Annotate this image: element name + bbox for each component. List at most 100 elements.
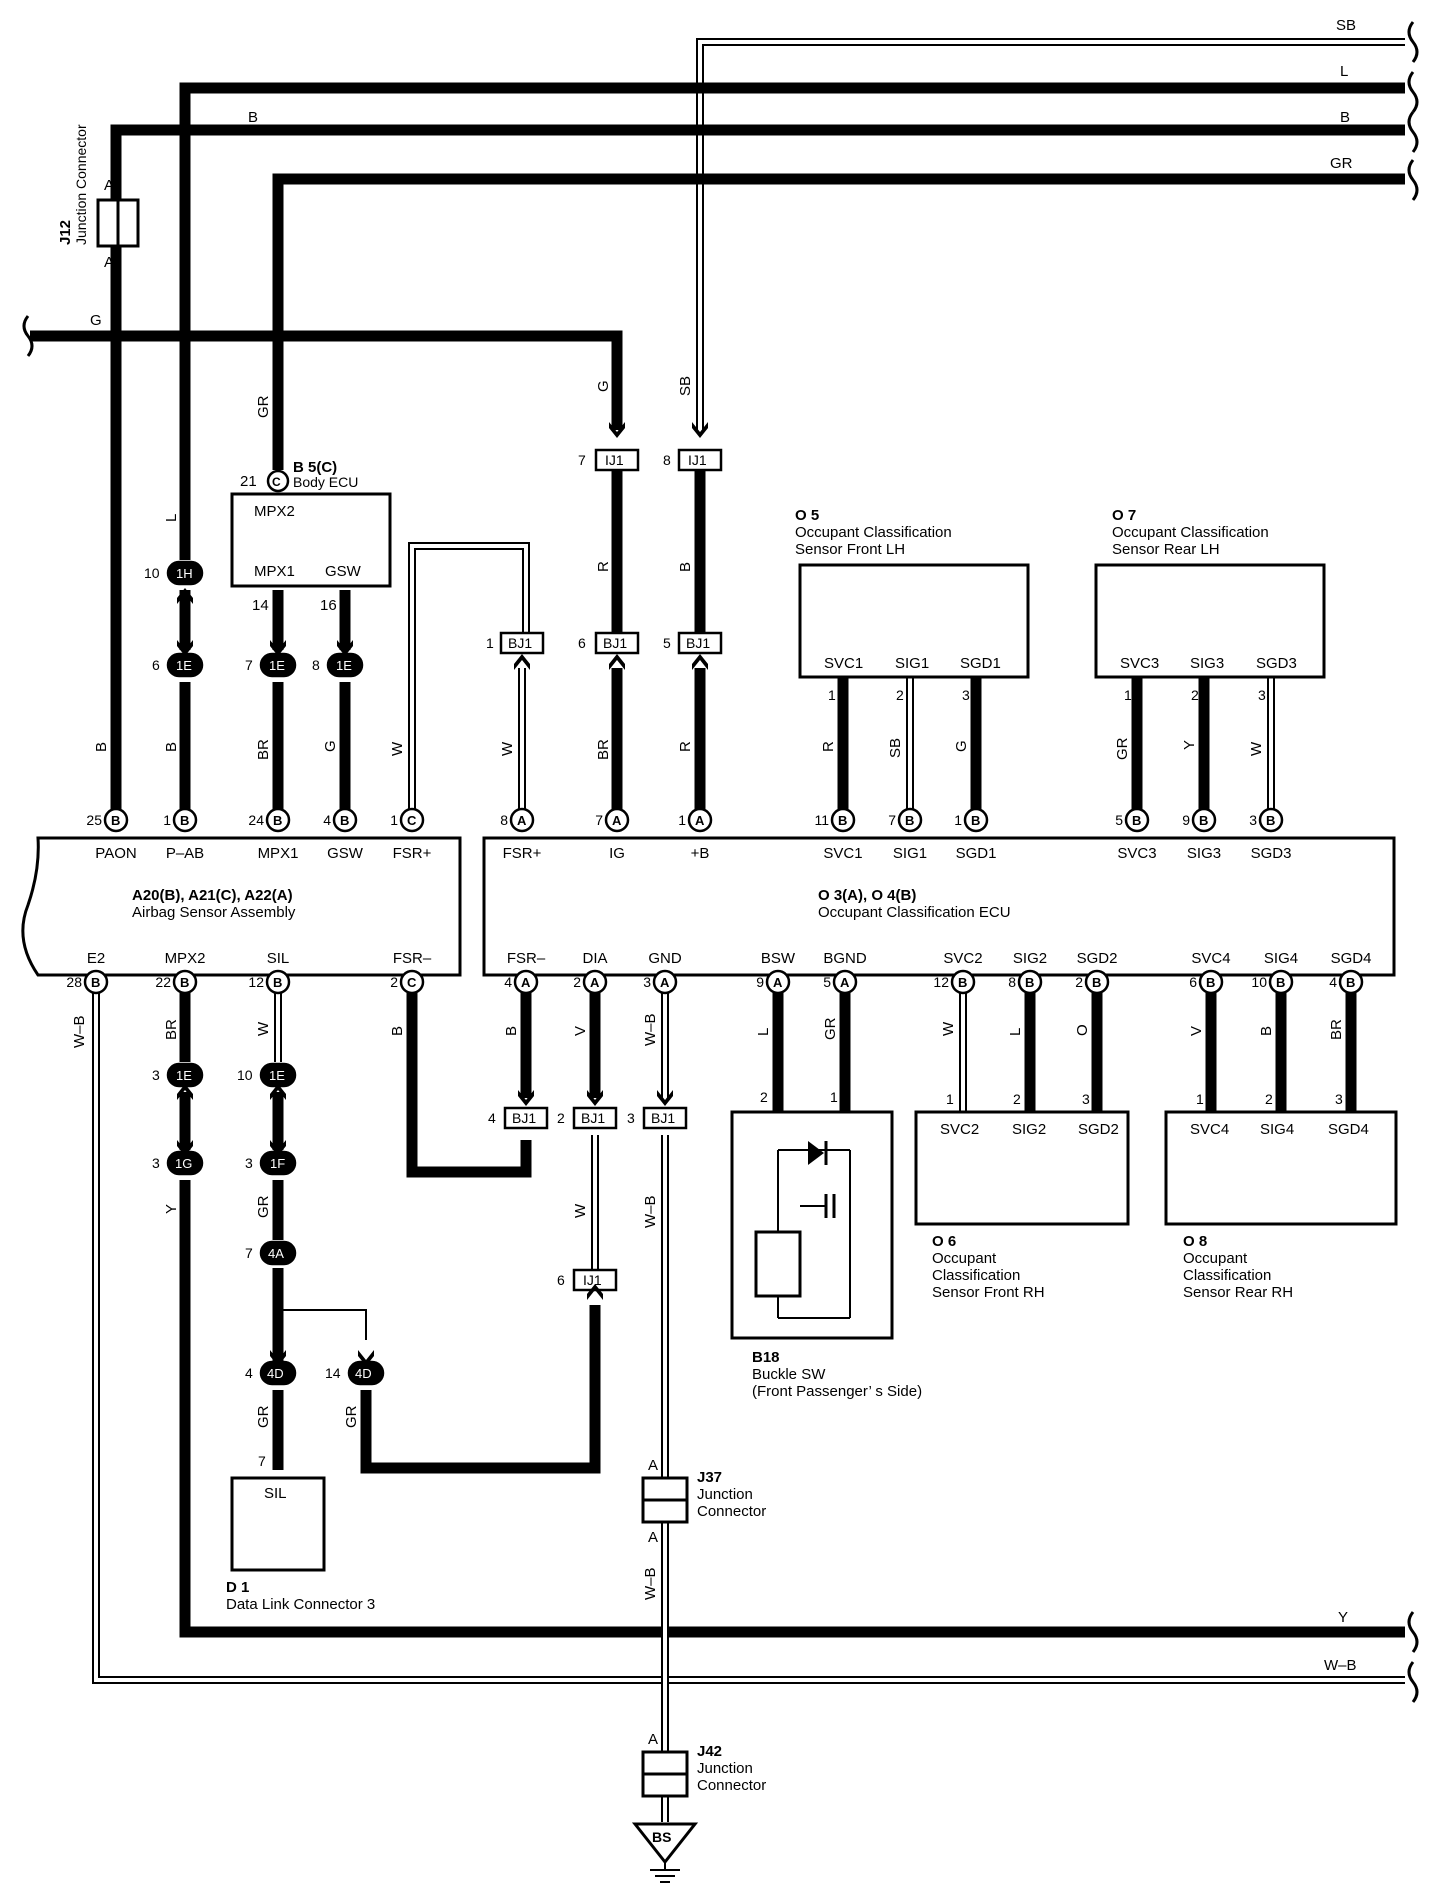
svg-text:3: 3 — [152, 1067, 160, 1083]
b18-sub: (Front Passenger’ s Side) — [752, 1383, 922, 1400]
svg-text:B: B — [1266, 813, 1275, 828]
connector-1e-3: 1E 3 — [152, 1062, 204, 1088]
svg-text:SB: SB — [1336, 17, 1356, 34]
svg-text:FSR–: FSR– — [507, 950, 546, 967]
o8-pin-2: 2 — [1265, 1091, 1273, 1107]
connector-ij1-7: IJ1 7 — [578, 448, 640, 472]
svg-text:1E: 1E — [176, 1068, 192, 1083]
o6-pin-3: 3 — [1082, 1091, 1090, 1107]
j42-line1: Junction — [697, 1760, 753, 1777]
resistor-icon — [754, 1230, 802, 1298]
svg-text:SIG1: SIG1 — [893, 845, 927, 862]
wires — [30, 38, 1405, 1822]
svg-text:SIG4: SIG4 — [1264, 950, 1298, 967]
svg-text:7: 7 — [578, 452, 586, 468]
j12-pin-bottom: A — [104, 254, 114, 271]
svg-text:SB: SB — [677, 376, 694, 396]
svg-text:BR: BR — [163, 1019, 180, 1040]
airbag-code: A20(B), A21(C), A22(A) — [132, 887, 293, 904]
svg-text:B: B — [340, 813, 349, 828]
svg-text:V: V — [1188, 1026, 1205, 1036]
airbag-sensor-assembly: A20(B), A21(C), A22(A) Airbag Sensor Ass… — [21, 836, 462, 977]
svg-text:B: B — [111, 813, 120, 828]
o6-code: O 6 — [932, 1233, 956, 1250]
svg-text:6: 6 — [1189, 974, 1197, 990]
svg-text:A: A — [612, 813, 622, 828]
connector-bj1-1: BJ1 1 — [486, 631, 545, 655]
svg-text:9: 9 — [1182, 812, 1190, 828]
svg-text:SIG2: SIG2 — [1013, 950, 1047, 967]
d1-pin: 7 — [258, 1453, 266, 1469]
svg-text:5: 5 — [1115, 812, 1123, 828]
svg-text:1: 1 — [163, 812, 171, 828]
svg-text:10: 10 — [1251, 974, 1267, 990]
svg-text:A: A — [840, 975, 850, 990]
svg-text:6: 6 — [152, 657, 160, 673]
svg-text:SB: SB — [887, 738, 904, 758]
svg-text:BJ1: BJ1 — [651, 1110, 675, 1126]
o5-term-sig1: SIG1 — [895, 655, 929, 672]
svg-text:4: 4 — [488, 1110, 496, 1126]
wire-b-paon — [110, 124, 1405, 820]
svg-text:B: B — [1092, 975, 1101, 990]
o6-term-sgd2: SGD2 — [1078, 1121, 1119, 1138]
o8-line2: Classification — [1183, 1267, 1271, 1284]
svg-text:W: W — [389, 741, 406, 756]
svg-text:W: W — [499, 741, 516, 756]
j37-pin-top: A — [648, 1457, 658, 1474]
svg-text:L: L — [1007, 1028, 1024, 1036]
occupant-classification-ecu: O 3(A), O 4(B) Occupant Classification E… — [482, 836, 1396, 977]
svg-text:24: 24 — [248, 812, 264, 828]
o7-term-sig3: SIG3 — [1190, 655, 1224, 672]
svg-text:A: A — [521, 975, 531, 990]
svg-text:1: 1 — [678, 812, 686, 828]
svg-text:G: G — [90, 312, 102, 329]
o8-term-sig4: SIG4 — [1260, 1121, 1294, 1138]
svg-text:3: 3 — [1249, 812, 1257, 828]
wire-l-pab — [179, 82, 1405, 560]
o5-code: O 5 — [795, 507, 819, 524]
svg-text:W: W — [255, 1021, 272, 1036]
j37-junction-connector: A A J37 Junction Connector — [641, 1457, 766, 1546]
svg-text:G: G — [322, 740, 339, 752]
svg-text:R: R — [595, 561, 612, 572]
svg-text:14: 14 — [325, 1365, 341, 1381]
svg-text:1E: 1E — [336, 658, 352, 673]
svg-text:GSW: GSW — [327, 845, 364, 862]
svg-text:1: 1 — [954, 812, 962, 828]
j12-junction-connector: A A J12 Junction Connector — [57, 124, 140, 271]
inline-connectors: IJ1 7 IJ1 8 BJ1 1 BJ1 6 BJ1 5 BJ1 4 — [144, 448, 723, 1386]
svg-text:A: A — [517, 813, 527, 828]
wire-arrows — [177, 422, 708, 1366]
svg-text:GR: GR — [255, 1405, 272, 1428]
svg-text:BJ1: BJ1 — [581, 1110, 605, 1126]
svg-text:SGD1: SGD1 — [956, 845, 997, 862]
j12-code: J12 — [57, 220, 74, 245]
svg-text:B: B — [1276, 975, 1285, 990]
d1-code: D 1 — [226, 1579, 249, 1596]
svg-text:A: A — [773, 975, 783, 990]
o6-line1: Occupant — [932, 1250, 997, 1267]
svg-text:BJ1: BJ1 — [603, 635, 627, 651]
svg-text:MPX2: MPX2 — [165, 950, 206, 967]
svg-text:BJ1: BJ1 — [686, 635, 710, 651]
svg-text:W: W — [940, 1021, 957, 1036]
airbag-top-pin-1: B1P–AB — [163, 807, 204, 862]
svg-text:B: B — [93, 742, 110, 752]
o6-pin-1: 1 — [946, 1091, 954, 1107]
wire-gr-4d14 — [360, 1305, 601, 1474]
svg-text:2: 2 — [1075, 974, 1083, 990]
ecu-code: O 3(A), O 4(B) — [818, 887, 916, 904]
